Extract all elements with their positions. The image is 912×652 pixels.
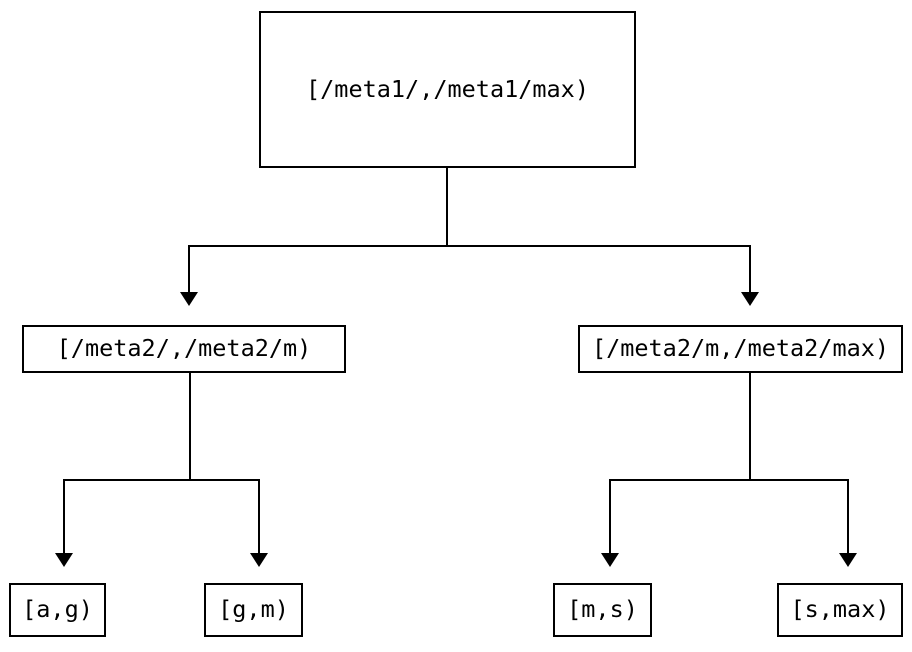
tree-node-meta2-high[interactable]: [/meta2/m,/meta2/max) [578,325,903,373]
tree-leaf-a-g[interactable]: [a,g) [9,583,106,637]
connector-left-fanout [55,373,268,567]
tree-leaf-a-g-label: [a,g) [22,595,93,624]
connector-right-fanout [601,373,857,567]
connector-root-fanout [180,168,759,306]
arrowhead-to-leaf-ag [55,553,73,567]
tree-leaf-m-s[interactable]: [m,s) [553,583,652,637]
tree-node-meta2-low[interactable]: [/meta2/,/meta2/m) [22,325,346,373]
tree-leaf-g-m-label: [g,m) [218,595,289,624]
tree-node-meta2-high-label: [/meta2/m,/meta2/max) [591,334,890,363]
tree-leaf-m-s-label: [m,s) [567,595,638,624]
arrowhead-to-l2-right [741,292,759,306]
arrowhead-to-l2-left [180,292,198,306]
tree-node-meta2-low-label: [/meta2/,/meta2/m) [56,334,312,363]
tree-leaf-s-max[interactable]: [s,max) [777,583,903,637]
arrowhead-to-leaf-gm [250,553,268,567]
arrowhead-to-leaf-smax [839,553,857,567]
tree-leaf-s-max-label: [s,max) [790,595,890,624]
tree-leaf-g-m[interactable]: [g,m) [204,583,303,637]
tree-node-root[interactable]: [/meta1/,/meta1/max) [259,11,636,168]
tree-node-root-label: [/meta1/,/meta1/max) [306,74,589,103]
arrowhead-to-leaf-ms [601,553,619,567]
